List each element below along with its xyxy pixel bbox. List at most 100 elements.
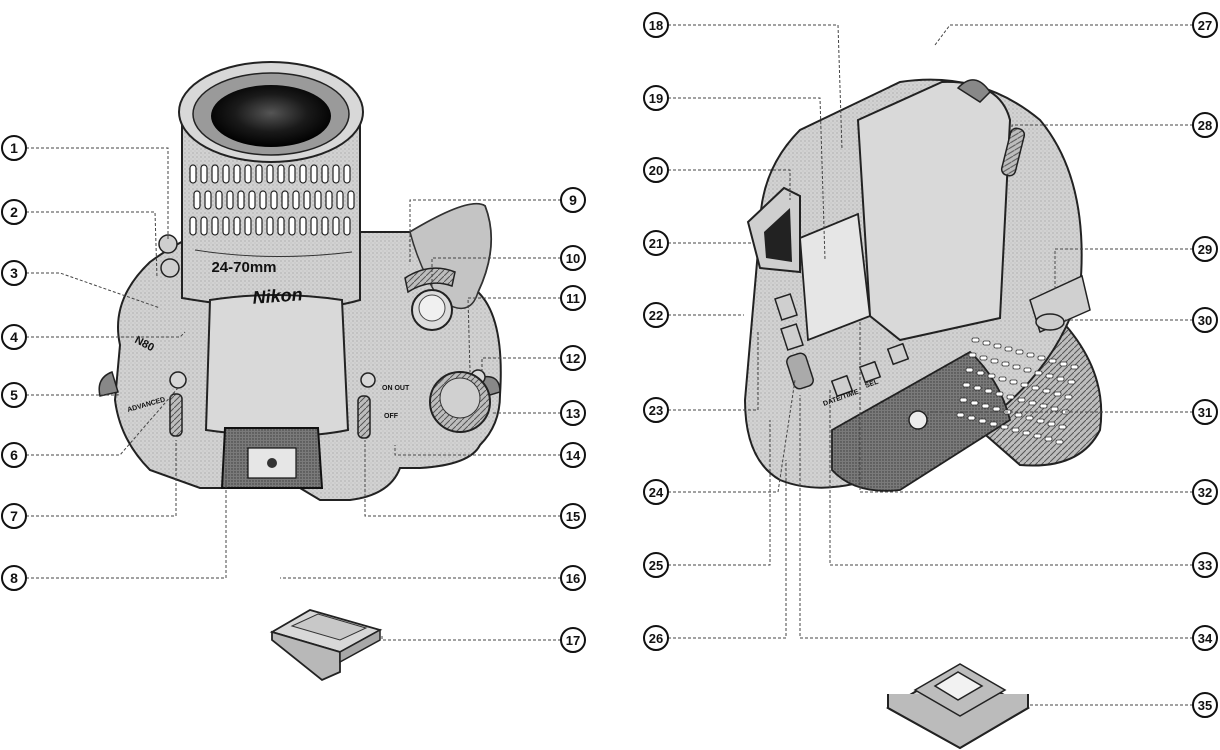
grid-hole: [992, 406, 1001, 412]
grid-hole: [1011, 427, 1020, 433]
grid-hole: [982, 340, 991, 346]
grid-hole: [984, 388, 993, 394]
leader-line-7: [26, 440, 177, 517]
leader-line-18: [668, 24, 843, 151]
callout-number-18: 18: [649, 18, 663, 33]
callout-number-29: 29: [1198, 242, 1212, 257]
zoom-ring-slot: [270, 190, 278, 210]
grid-hole: [989, 421, 998, 427]
zoom-ring-slot: [299, 164, 307, 184]
mode-switch[interactable]: [169, 393, 183, 437]
grid-hole: [1037, 355, 1046, 361]
grid-hole: [1039, 403, 1048, 409]
callout-number-28: 28: [1198, 118, 1212, 133]
zoom-ring-slot: [244, 164, 252, 184]
battery-cover-latch[interactable]: [1035, 313, 1065, 331]
zoom-ring-slot: [211, 216, 219, 236]
back-button-mid[interactable]: [780, 323, 804, 351]
remote-terminal-switch[interactable]: [1000, 127, 1026, 177]
zoom-ring-slot: [288, 216, 296, 236]
grid-hole: [1025, 415, 1034, 421]
leader-line-20: [668, 169, 791, 200]
zoom-ring-slot: [189, 164, 197, 184]
zoom-ring-slot: [299, 216, 307, 236]
callout-14: 14: [560, 442, 586, 468]
grid-hole: [1059, 361, 1068, 367]
zoom-ring-slot: [233, 164, 241, 184]
back-button-low1[interactable]: [830, 374, 854, 398]
callout-number-17: 17: [566, 633, 580, 648]
lens-focal-length: 24-70mm: [211, 259, 276, 276]
zoom-ring-slot: [248, 190, 256, 210]
callout-number-20: 20: [649, 163, 663, 178]
back-strap-lug: [956, 79, 991, 103]
power-switch[interactable]: [357, 395, 371, 439]
grid-hole: [1036, 418, 1045, 424]
grid-hole: [1022, 430, 1031, 436]
callout-circle-21: [643, 230, 669, 256]
callout-number-7: 7: [10, 508, 18, 524]
shutter-release-top: [418, 294, 446, 322]
callout-circle-11: [560, 285, 586, 311]
zoom-ring-slot: [343, 164, 351, 184]
grid-hole: [978, 418, 987, 424]
callout-circle-9: [560, 187, 586, 213]
af-lock-button[interactable]: [360, 372, 376, 388]
camera-top-view: 24-70mm Nikon N80 ADVANCED ON OUT OFF: [98, 61, 502, 501]
callout-12: 12: [560, 345, 586, 371]
grid-hole: [1028, 400, 1037, 406]
zoom-ring-slot: [292, 190, 300, 210]
callout-number-6: 6: [10, 447, 18, 463]
grid-hole: [1048, 358, 1057, 364]
callout-circle-2: [1, 199, 27, 225]
callout-23: 23: [643, 397, 669, 423]
zoom-ring-slot: [266, 216, 274, 236]
callout-circle-17: [560, 627, 586, 653]
callout-number-25: 25: [649, 558, 663, 573]
eyepiece-cap: [885, 663, 1031, 750]
zoom-ring-slot: [255, 164, 263, 184]
callout-number-2: 2: [10, 204, 18, 220]
self-timer-button[interactable]: [169, 371, 187, 389]
callout-number-12: 12: [566, 351, 580, 366]
callout-16: 16: [560, 565, 586, 591]
callout-number-8: 8: [10, 570, 18, 586]
tripod-socket: [908, 410, 928, 430]
back-multi-selector[interactable]: [785, 352, 815, 391]
back-button-low3[interactable]: [886, 342, 910, 366]
callout-number-27: 27: [1198, 18, 1212, 33]
grid-hole: [1042, 388, 1051, 394]
zoom-ring-slot: [303, 190, 311, 210]
leader-line-27: [934, 24, 1193, 46]
callout-6: 6: [1, 442, 27, 468]
zoom-ring-slot: [277, 164, 285, 184]
grid-hole: [1004, 346, 1013, 352]
grid-hole: [990, 358, 999, 364]
command-dial-front: [404, 267, 456, 294]
depth-preview-button[interactable]: [158, 234, 178, 254]
zoom-ring-slot: [266, 164, 274, 184]
grid-hole: [967, 415, 976, 421]
grid-hole: [968, 352, 977, 358]
zoom-ring-slot: [281, 190, 289, 210]
callout-number-16: 16: [566, 571, 580, 586]
grid-hole: [1053, 391, 1062, 397]
zoom-ring-slot: [325, 190, 333, 210]
zoom-ring-slot: [347, 190, 355, 210]
zoom-ring-slot: [244, 216, 252, 236]
grid-hole: [1033, 433, 1042, 439]
zoom-ring-slot: [336, 190, 344, 210]
callout-markers: 1234567891011121314151617181920212223242…: [1, 12, 1218, 718]
callout-19: 19: [643, 85, 669, 111]
back-button-top[interactable]: [774, 293, 798, 321]
flash-button[interactable]: [160, 258, 180, 278]
grid-hole: [1050, 406, 1059, 412]
callout-number-22: 22: [649, 308, 663, 323]
zoom-ring-slot: [200, 216, 208, 236]
leader-line-29: [1054, 248, 1193, 290]
callout-circle-30: [1192, 307, 1218, 333]
callout-8: 8: [1, 565, 27, 591]
back-button-low2[interactable]: [858, 360, 882, 384]
grid-hole: [971, 337, 980, 343]
leader-line-15: [364, 440, 561, 517]
